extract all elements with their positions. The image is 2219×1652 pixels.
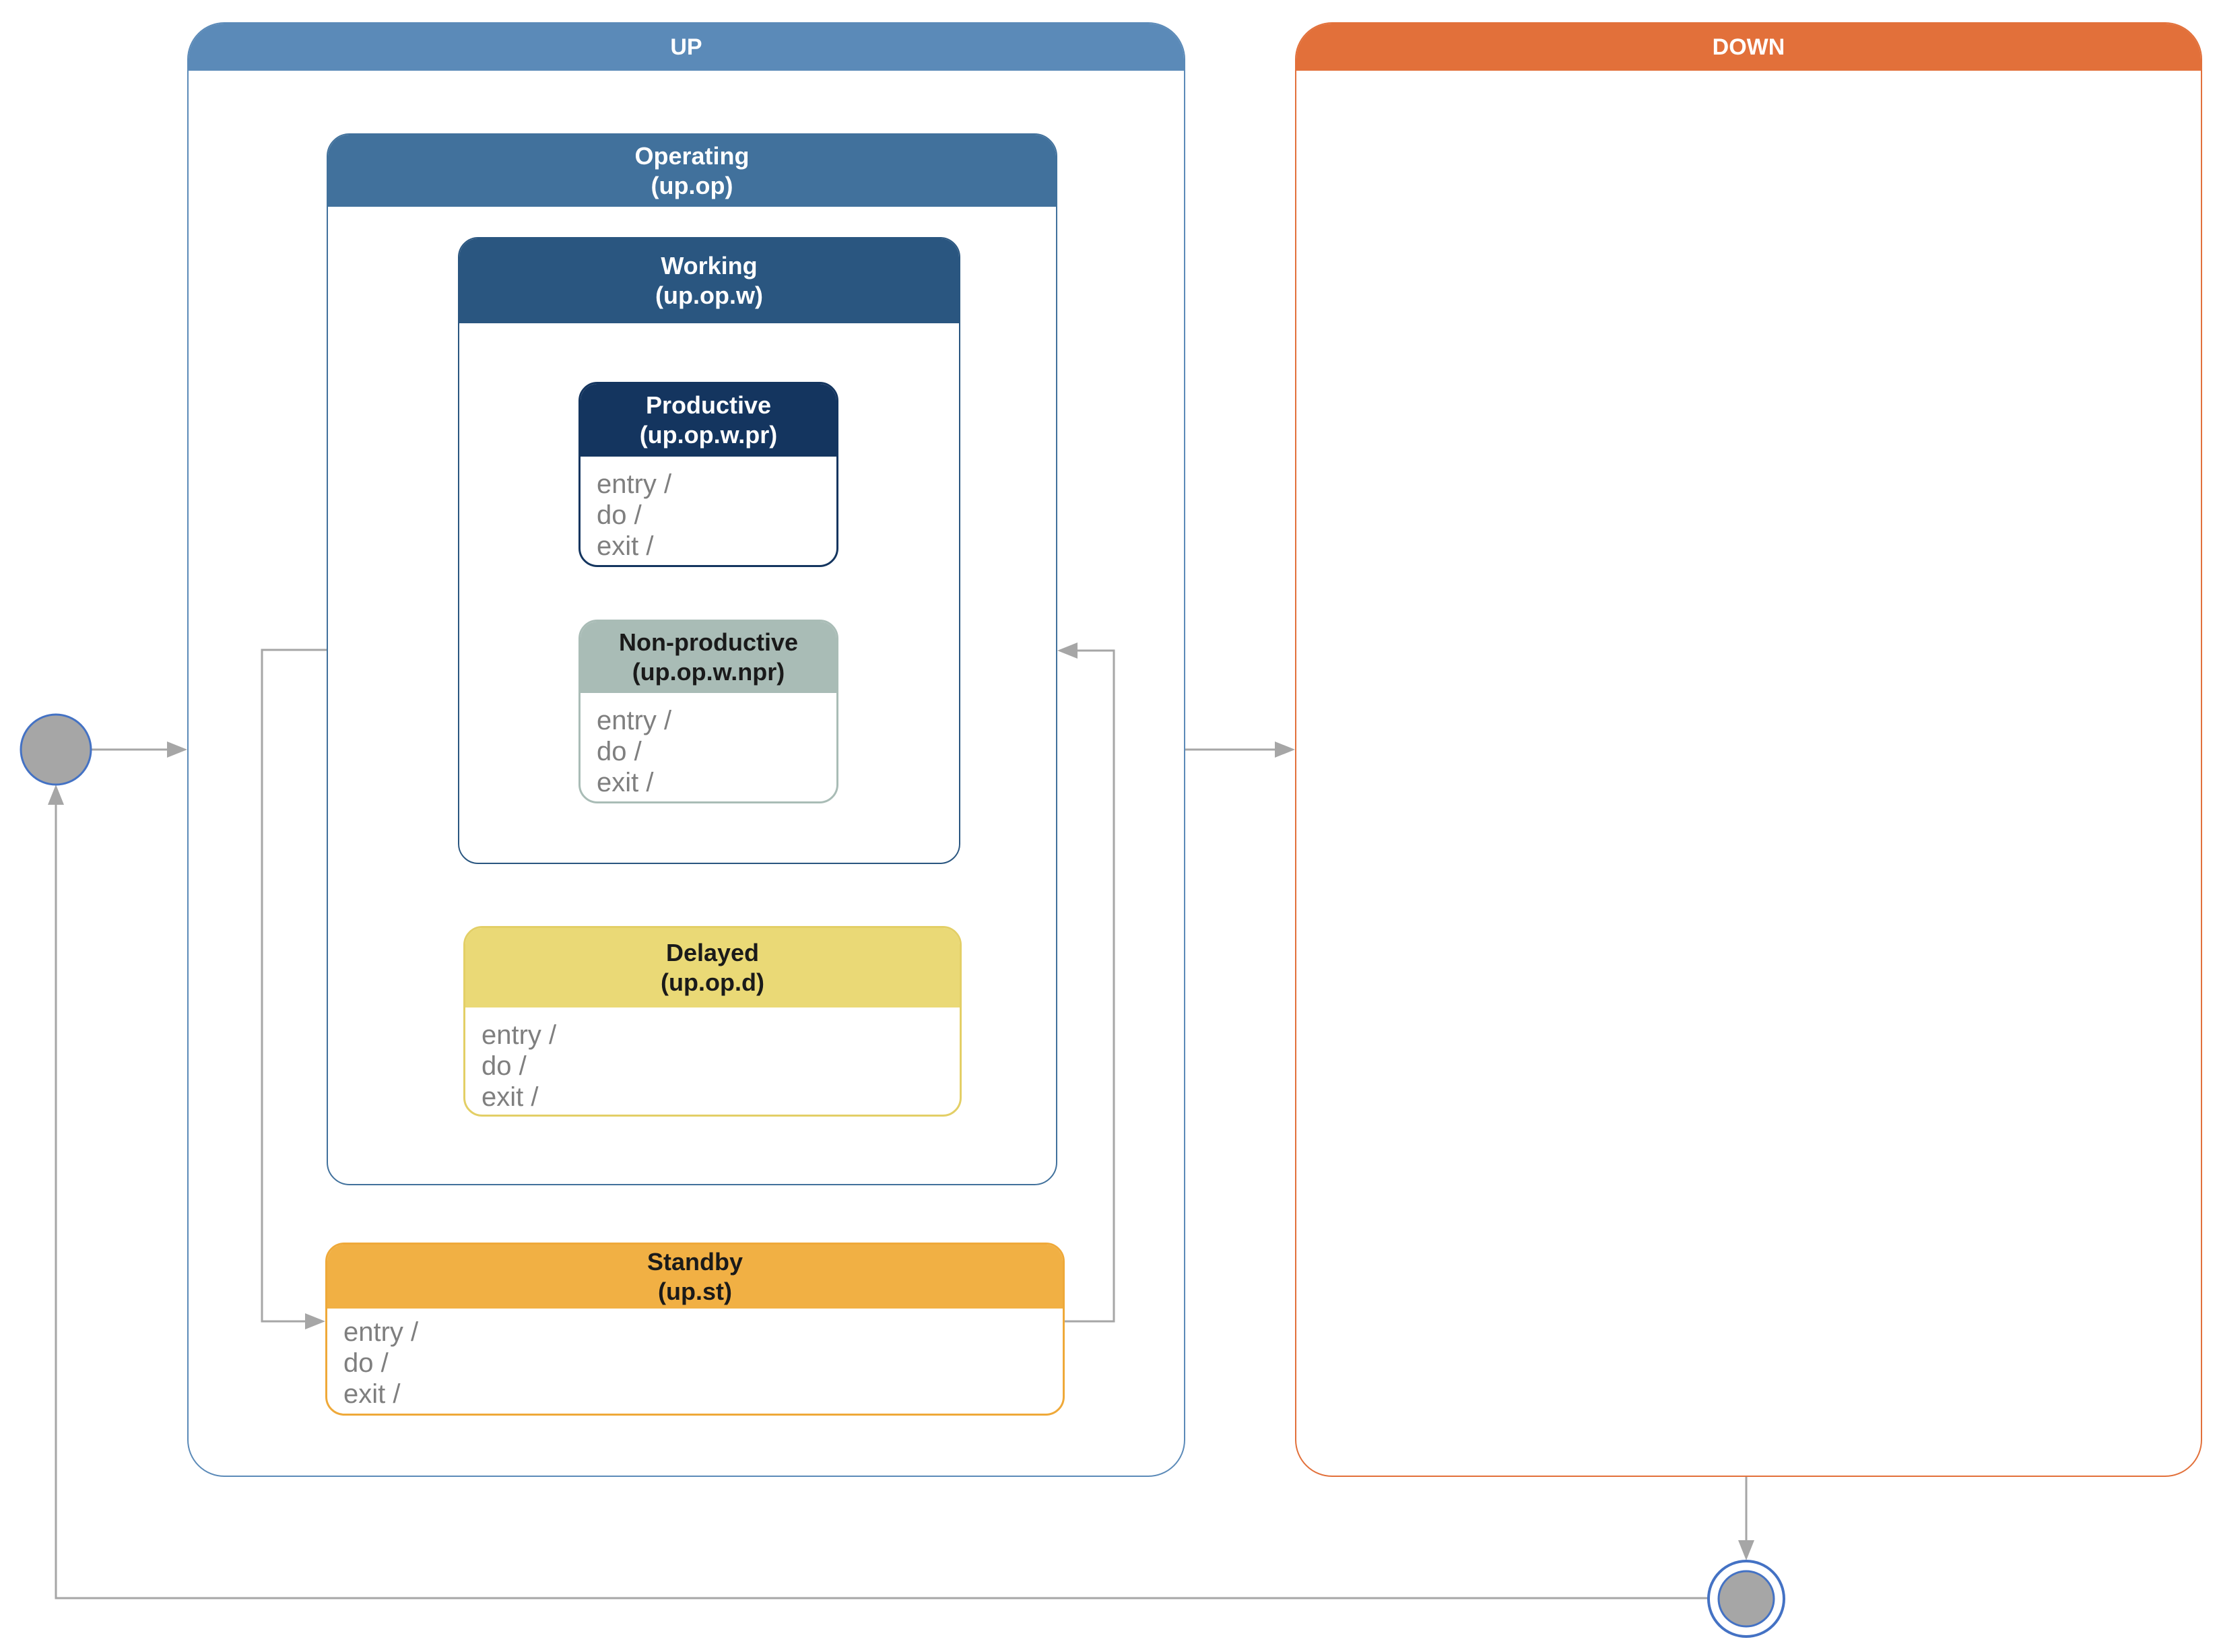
initial-state-node[interactable] bbox=[20, 713, 92, 786]
state-down-label: DOWN bbox=[1712, 34, 1785, 60]
state-non-productive-header: Non-productive (up.op.w.npr) bbox=[581, 622, 836, 693]
transition-up-to-down bbox=[1185, 741, 1295, 758]
state-operating-id: (up.op) bbox=[651, 171, 733, 199]
action-entry: entry / bbox=[597, 469, 672, 499]
state-productive-header: Productive (up.op.w.pr) bbox=[581, 384, 836, 457]
action-do: do / bbox=[343, 1348, 389, 1378]
arrowhead bbox=[1738, 1540, 1754, 1560]
state-working-header: Working (up.op.w) bbox=[459, 238, 959, 323]
arrowhead bbox=[48, 785, 64, 805]
action-exit: exit / bbox=[597, 531, 654, 561]
action-exit: exit / bbox=[597, 768, 654, 797]
action-do: do / bbox=[482, 1051, 527, 1081]
action-exit: exit / bbox=[482, 1082, 539, 1112]
state-standby[interactable]: Standby (up.st) entry / do / exit / bbox=[325, 1243, 1065, 1416]
transition-down-to-final bbox=[1738, 1477, 1754, 1560]
action-entry: entry / bbox=[597, 706, 672, 735]
state-standby-id: (up.st) bbox=[658, 1277, 732, 1305]
state-delayed-id: (up.op.d) bbox=[661, 968, 764, 996]
state-down-header: DOWN bbox=[1296, 24, 2201, 71]
state-working-id: (up.op.w) bbox=[655, 282, 763, 309]
state-non-productive[interactable]: Non-productive (up.op.w.npr) entry / do … bbox=[578, 620, 838, 803]
state-productive[interactable]: Productive (up.op.w.pr) entry / do / exi… bbox=[578, 382, 838, 567]
state-standby-actions: entry / do / exit / bbox=[327, 1309, 1063, 1410]
action-do: do / bbox=[597, 500, 642, 530]
arrowhead bbox=[1275, 741, 1295, 758]
state-down[interactable]: DOWN bbox=[1295, 22, 2202, 1477]
action-entry: entry / bbox=[482, 1020, 557, 1050]
state-productive-actions: entry / do / exit / bbox=[581, 457, 836, 562]
state-delayed-header: Delayed (up.op.d) bbox=[465, 928, 960, 1007]
state-operating-header: Operating (up.op) bbox=[328, 135, 1056, 207]
state-non-productive-id: (up.op.w.npr) bbox=[632, 658, 785, 686]
action-entry: entry / bbox=[343, 1317, 419, 1347]
state-operating-title: Operating bbox=[634, 141, 750, 170]
arrowhead bbox=[167, 741, 187, 758]
state-productive-title: Productive bbox=[645, 391, 772, 419]
state-delayed[interactable]: Delayed (up.op.d) entry / do / exit / bbox=[463, 926, 962, 1117]
state-delayed-actions: entry / do / exit / bbox=[465, 1007, 960, 1113]
state-standby-header: Standby (up.st) bbox=[327, 1245, 1063, 1309]
state-delayed-title: Delayed bbox=[665, 939, 760, 966]
final-state-node[interactable] bbox=[1707, 1560, 1785, 1638]
transition-initial-to-up bbox=[91, 741, 187, 758]
state-up-label: UP bbox=[670, 34, 702, 60]
state-non-productive-title: Non-productive bbox=[619, 628, 798, 656]
action-do: do / bbox=[597, 737, 642, 766]
state-standby-title: Standby bbox=[647, 1247, 743, 1276]
state-productive-id: (up.op.w.pr) bbox=[639, 421, 778, 449]
action-exit: exit / bbox=[343, 1379, 401, 1409]
state-non-productive-actions: entry / do / exit / bbox=[581, 693, 836, 798]
state-working-title: Working bbox=[661, 252, 758, 279]
state-up-header: UP bbox=[189, 24, 1184, 71]
